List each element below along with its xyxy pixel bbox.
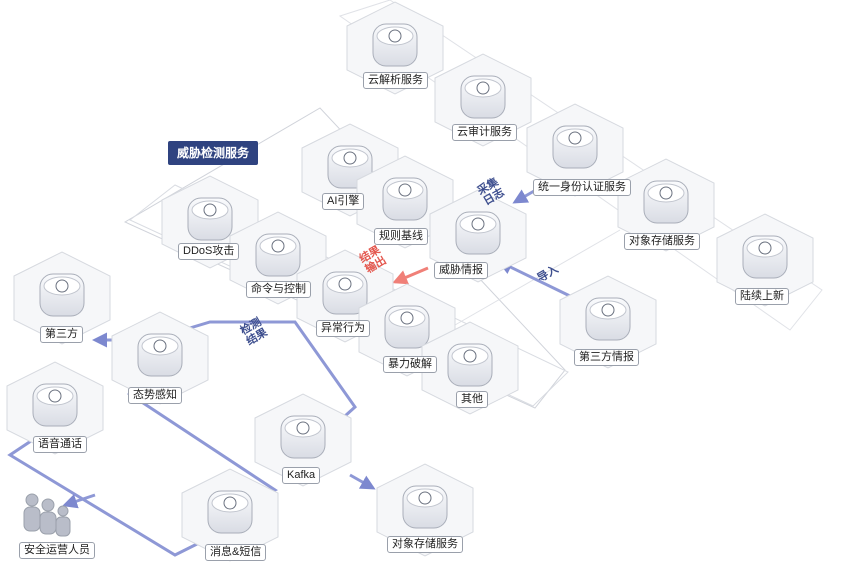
node-glyph-icon	[476, 81, 490, 95]
node-device-top	[36, 386, 74, 406]
node-label-obs-bottom: 对象存储服务	[387, 536, 463, 553]
node-device-top	[451, 346, 489, 366]
output-result-arrow	[392, 266, 429, 285]
node-device-top	[746, 238, 784, 258]
node-rules	[356, 155, 454, 249]
node-label-third: 第三方	[40, 326, 83, 343]
node-glyph-icon	[388, 29, 402, 43]
kafka-to-obs-arrow	[349, 473, 376, 490]
node-device-top	[556, 128, 594, 148]
node-label-brute: 暴力破解	[383, 356, 437, 373]
node-device-top	[211, 493, 249, 513]
page-title: 威胁检测服务	[168, 141, 259, 165]
node-label-intel: 威胁情报	[434, 262, 488, 279]
node-device-top	[406, 488, 444, 508]
node-glyph-icon	[203, 203, 217, 217]
node-glyph-icon	[271, 239, 285, 253]
node-label-voice: 语音通话	[33, 436, 87, 453]
node-glyph-icon	[343, 151, 357, 165]
node-glyph-icon	[758, 241, 772, 255]
node-device-top	[386, 180, 424, 200]
voice-to-people-arrow	[62, 493, 96, 509]
node-glyph-icon	[471, 217, 485, 231]
node-label-rules: 规则基线	[374, 228, 428, 245]
node-label-msg: 消息&短信	[205, 544, 267, 561]
node-glyph-icon	[153, 339, 167, 353]
node-device-top	[191, 200, 229, 220]
node-more	[716, 213, 814, 307]
node-third	[13, 251, 111, 345]
node-label-situation: 态势感知	[128, 387, 182, 404]
node-device-top	[647, 183, 685, 203]
node-label-ai: AI引擎	[322, 193, 365, 210]
node-label-more: 陆续上新	[735, 288, 789, 305]
node-obs-top	[617, 158, 715, 252]
node-glyph-icon	[418, 491, 432, 505]
node-label-anomaly: 异常行为	[316, 320, 370, 337]
node-glyph-icon	[659, 186, 673, 200]
node-label-third-intel: 第三方情报	[574, 349, 639, 366]
node-msg	[181, 468, 279, 562]
node-label-people: 安全运营人员	[19, 542, 95, 559]
node-device-top	[43, 276, 81, 296]
node-label-c2: 命令与控制	[246, 281, 311, 298]
node-label-ddos: DDoS攻击	[178, 243, 240, 260]
import-arrow	[497, 260, 573, 299]
node-label-iam: 统一身份认证服务	[533, 179, 631, 196]
node-device-top	[284, 418, 322, 438]
node-device-top	[331, 148, 369, 168]
node-label-obs-top: 对象存储服务	[624, 233, 700, 250]
node-glyph-icon	[55, 279, 69, 293]
node-device-top	[376, 26, 414, 46]
node-audit	[434, 53, 532, 147]
node-obs-bottom	[376, 463, 474, 557]
node-other	[421, 321, 519, 415]
node-glyph-icon	[398, 183, 412, 197]
node-kafka	[254, 393, 352, 487]
node-voice	[6, 361, 104, 455]
node-device-top	[326, 274, 364, 294]
node-glyph-icon	[601, 303, 615, 317]
node-dns	[346, 1, 444, 95]
node-device-top	[141, 336, 179, 356]
node-glyph-icon	[48, 389, 62, 403]
node-glyph-icon	[568, 131, 582, 145]
node-glyph-icon	[463, 349, 477, 363]
node-third-intel	[559, 275, 657, 369]
node-label-kafka: Kafka	[282, 467, 321, 484]
node-device-top	[589, 300, 627, 320]
node-device-top	[259, 236, 297, 256]
security-operator-people-icon	[23, 493, 71, 537]
node-glyph-icon	[223, 496, 237, 510]
node-iam	[526, 103, 624, 197]
node-situation	[111, 311, 209, 405]
node-label-dns: 云解析服务	[363, 72, 428, 89]
node-label-audit: 云审计服务	[452, 124, 517, 141]
node-device-top	[459, 214, 497, 234]
node-intel	[429, 189, 527, 283]
node-label-other: 其他	[456, 391, 488, 408]
node-glyph-icon	[338, 277, 352, 291]
node-glyph-icon	[400, 311, 414, 325]
node-glyph-icon	[296, 421, 310, 435]
node-device-top	[464, 78, 502, 98]
node-device-top	[388, 308, 426, 328]
